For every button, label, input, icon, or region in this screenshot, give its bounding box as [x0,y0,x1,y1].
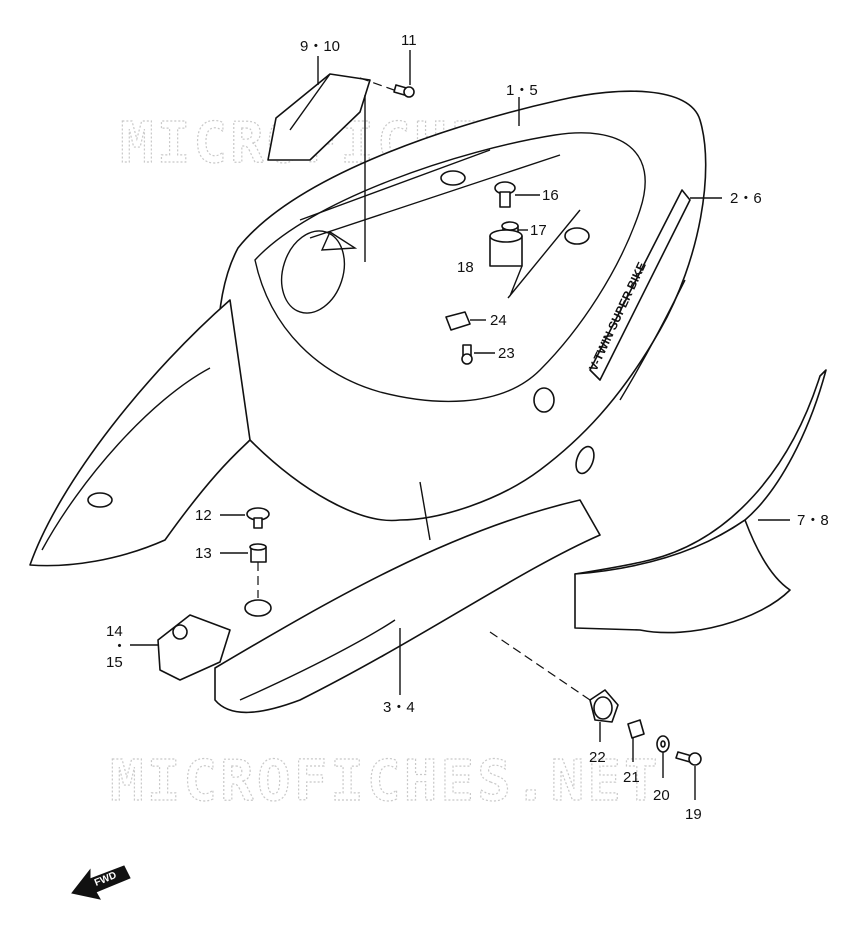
callout-3-4: 3・4 [383,699,415,716]
callout-20: 20 [653,787,670,804]
callout-22: 22 [589,749,606,766]
callout-23: 23 [498,345,515,362]
callout-15: 15 [106,654,123,671]
callout-1-5: 1・5 [506,82,538,99]
callout-24: 24 [490,312,507,329]
bolt-16 [494,181,516,208]
bracket-14-15 [157,614,231,681]
callout-2-6: 2・6 [730,190,762,207]
bracket-9-10 [267,73,371,161]
collar-21 [627,719,645,739]
screw-19 [675,751,702,766]
mount-hole-12 [244,599,272,617]
callout-16: 16 [542,187,559,204]
callout-21: 21 [623,769,640,786]
callout-17: 17 [530,222,547,239]
grommet-22 [589,689,619,723]
nut-24 [445,311,471,331]
washer-20 [656,735,670,753]
screw-11 [393,84,415,98]
callout-12: 12 [195,507,212,524]
fwd-arrow-icon: FWD [71,865,131,900]
seat-tail-cowl: V-TWIN SUPER BIKE [217,90,707,522]
callout-13: 13 [195,545,212,562]
callout-9-10: 9・10 [300,38,340,55]
cover-7-8 [574,369,827,634]
cushion-18 [489,229,523,267]
bolt-12 [246,507,270,529]
callout-18: 18 [457,259,474,276]
leader-lines [130,50,790,800]
side-frame-cover [29,299,601,714]
callout-separator: ・ [112,638,127,655]
callout-19: 19 [685,806,702,823]
collar-13 [249,543,267,563]
bolt-23 [461,344,473,365]
callout-11: 11 [401,32,417,49]
watermark-bottom: MICROFICHES.NET [110,749,661,814]
callout-14: 14 [106,623,123,640]
callout-7-8: 7・8 [797,512,829,529]
